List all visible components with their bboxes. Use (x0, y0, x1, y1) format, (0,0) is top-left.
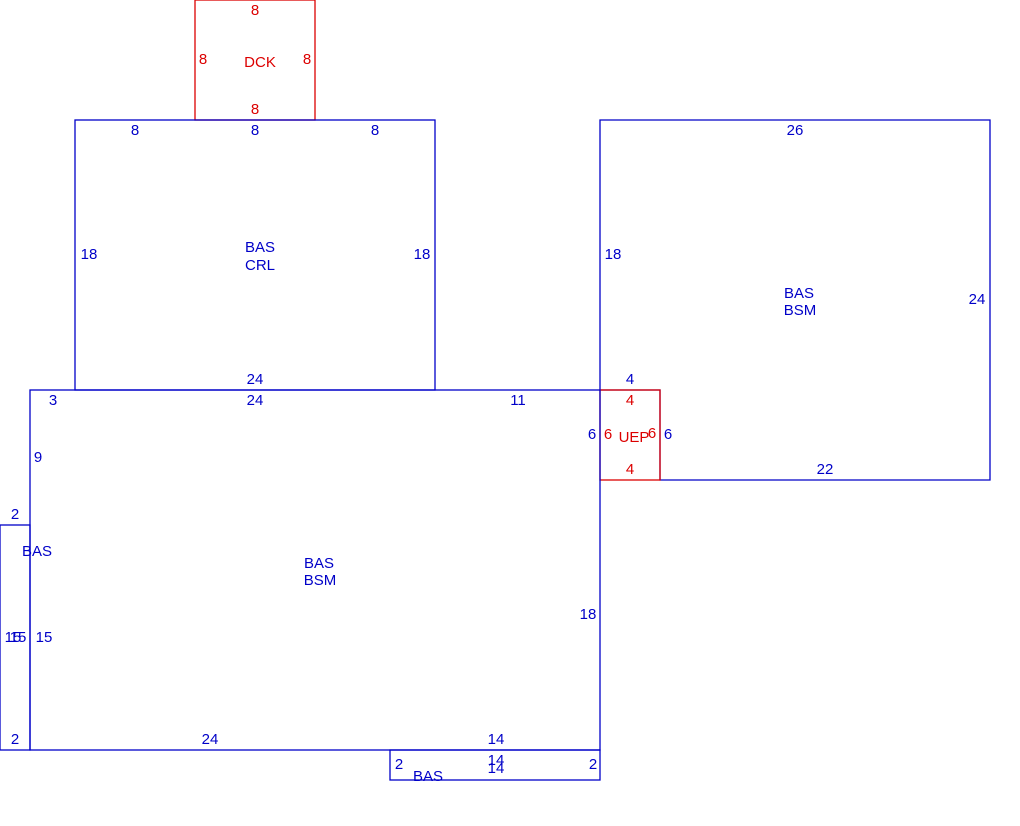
bsm-main-step-right-dimension: 6 (588, 426, 596, 443)
bas-left-name: BAS (22, 543, 52, 560)
bsm-main-left-dimension: 15 (36, 629, 53, 646)
bsm-right-left-dimension: 18 (605, 246, 622, 263)
bsm-main-bottom-left-dimension: 24 (202, 731, 219, 748)
bsm-main-label-line2: BSM (304, 572, 337, 589)
bas-bottom-left-dimension: 2 (395, 756, 403, 773)
crl-label-line2: CRL (245, 257, 275, 274)
bas-bottom-name: BAS (413, 768, 443, 785)
bsm-main-right-dimension: 18 (580, 606, 597, 623)
bsm-main-label-line1: BAS (304, 555, 334, 572)
crl-left-dimension: 18 (81, 246, 98, 263)
crl-top-left-dimension: 8 (131, 122, 139, 139)
bsm-right-label-line1: BAS (784, 285, 814, 302)
crl-right-dimension: 18 (414, 246, 431, 263)
bsm-right-right-dimension: 24 (969, 291, 986, 308)
bas-left-left-dimension-a: 15 (5, 629, 22, 646)
bas-bottom-outline (389, 749, 601, 781)
dck-right-dimension: 8 (303, 51, 311, 68)
dck-bottom-dimension: 8 (251, 101, 259, 118)
dck-top-dimension: 8 (251, 2, 259, 19)
uep-left-dimension: 6 (604, 426, 612, 443)
uep-top-dimension: 4 (626, 392, 634, 409)
bas-bottom-top-dimension: 14 (488, 752, 505, 769)
bas-bottom-bottom-dimension: 14 (488, 760, 505, 777)
uep-name: UEP (619, 429, 650, 446)
bas-bottom-right-dimension: 2 (589, 756, 597, 773)
bsm-main-top-mid-dimension: 24 (247, 392, 264, 409)
dck-left-dimension: 8 (199, 51, 207, 68)
crl-top-right-dimension: 8 (371, 122, 379, 139)
bas-left-left-dimension-b: 15 (10, 629, 27, 646)
bsm-main-top-right-dimension: 11 (510, 392, 526, 409)
bas-left-top-dimension: 2 (11, 506, 19, 523)
bsm-right-label-line2: BSM (784, 302, 817, 319)
crl-top-mid-dimension: 8 (251, 122, 259, 139)
bsm-right-notch-right-dimension: 6 (664, 426, 672, 443)
dck-name: DCK (244, 54, 276, 71)
crl-label-line1: BAS (245, 239, 275, 256)
bsm-right-top-dimension: 26 (787, 122, 804, 139)
bsm-right-bottom-dimension: 22 (817, 461, 834, 478)
bsm-main-step-left-dimension: 9 (34, 449, 42, 466)
crl-bottom-dimension: 24 (247, 371, 264, 388)
bas-left-bottom-dimension: 2 (11, 731, 19, 748)
bsm-main-top-left-dimension: 3 (49, 392, 57, 409)
bas-left-outline (0, 524, 31, 751)
uep-bottom-dimension: 4 (626, 461, 634, 478)
bsm-right-notch-top-dimension: 4 (626, 371, 634, 388)
bsm-main-bottom-right-dimension: 14 (488, 731, 505, 748)
uep-right-dimension: 6 (648, 425, 656, 442)
